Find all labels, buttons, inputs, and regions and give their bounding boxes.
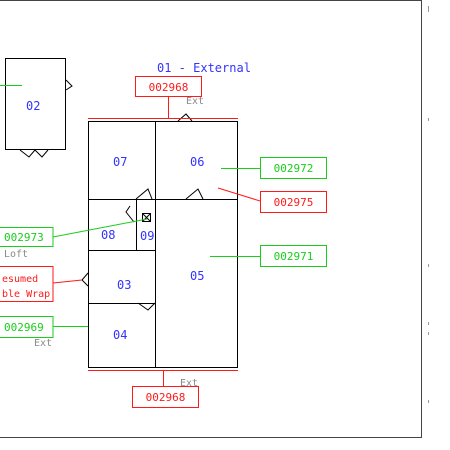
- loft-hatch: [142, 213, 151, 222]
- tag-002969: 002969: [0, 316, 54, 338]
- tag-code: 002973: [4, 231, 44, 244]
- tag-002968-top: 002968: [135, 76, 202, 97]
- frame-tick-marks: [428, 6, 429, 403]
- door-swing: [81, 113, 204, 311]
- tag-code: 002972: [274, 162, 314, 175]
- room-label-05: 05: [190, 269, 204, 283]
- tag-002968-bottom: 002968: [132, 386, 199, 408]
- tag-002971: 002971: [260, 245, 327, 267]
- tag-code: 002968: [149, 81, 189, 94]
- external-wall-lines: [88, 97, 238, 386]
- room-label-04: 04: [113, 328, 127, 342]
- red-leader-lines: [52, 187, 261, 284]
- tag-code: 002971: [274, 250, 314, 263]
- plan-title: 01 - External: [157, 61, 251, 75]
- door-swing: [19, 79, 73, 158]
- room-label-02: 02: [26, 99, 40, 113]
- note-ext-top: Ext: [186, 96, 204, 107]
- building-walls: [88, 121, 238, 368]
- tag-code: 002968: [146, 391, 186, 404]
- drawing-frame: [0, 0, 422, 438]
- room-02-outline: [5, 58, 66, 150]
- tag-presumed-bubble-wrap: esumed ble Wrap: [0, 266, 54, 302]
- room-label-07: 07: [113, 155, 127, 169]
- note-ext-left: Ext: [34, 338, 52, 349]
- note-ext-bottom: Ext: [180, 378, 198, 389]
- tag-002972: 002972: [260, 157, 327, 179]
- tag-code: 002969: [4, 321, 44, 334]
- tag-note-line-1: esumed: [2, 274, 38, 285]
- tag-002973: 002973: [0, 227, 54, 247]
- room-label-03: 03: [117, 278, 131, 292]
- room-label-08: 08: [101, 228, 115, 242]
- green-leader-lines: [0, 85, 260, 327]
- tag-code: 002975: [274, 196, 314, 209]
- note-loft: Loft: [4, 249, 28, 260]
- tag-note-line-2: ble Wrap: [2, 289, 50, 300]
- room-label-09: 09: [140, 229, 154, 243]
- tag-002975: 002975: [260, 191, 327, 213]
- room-label-06: 06: [190, 155, 204, 169]
